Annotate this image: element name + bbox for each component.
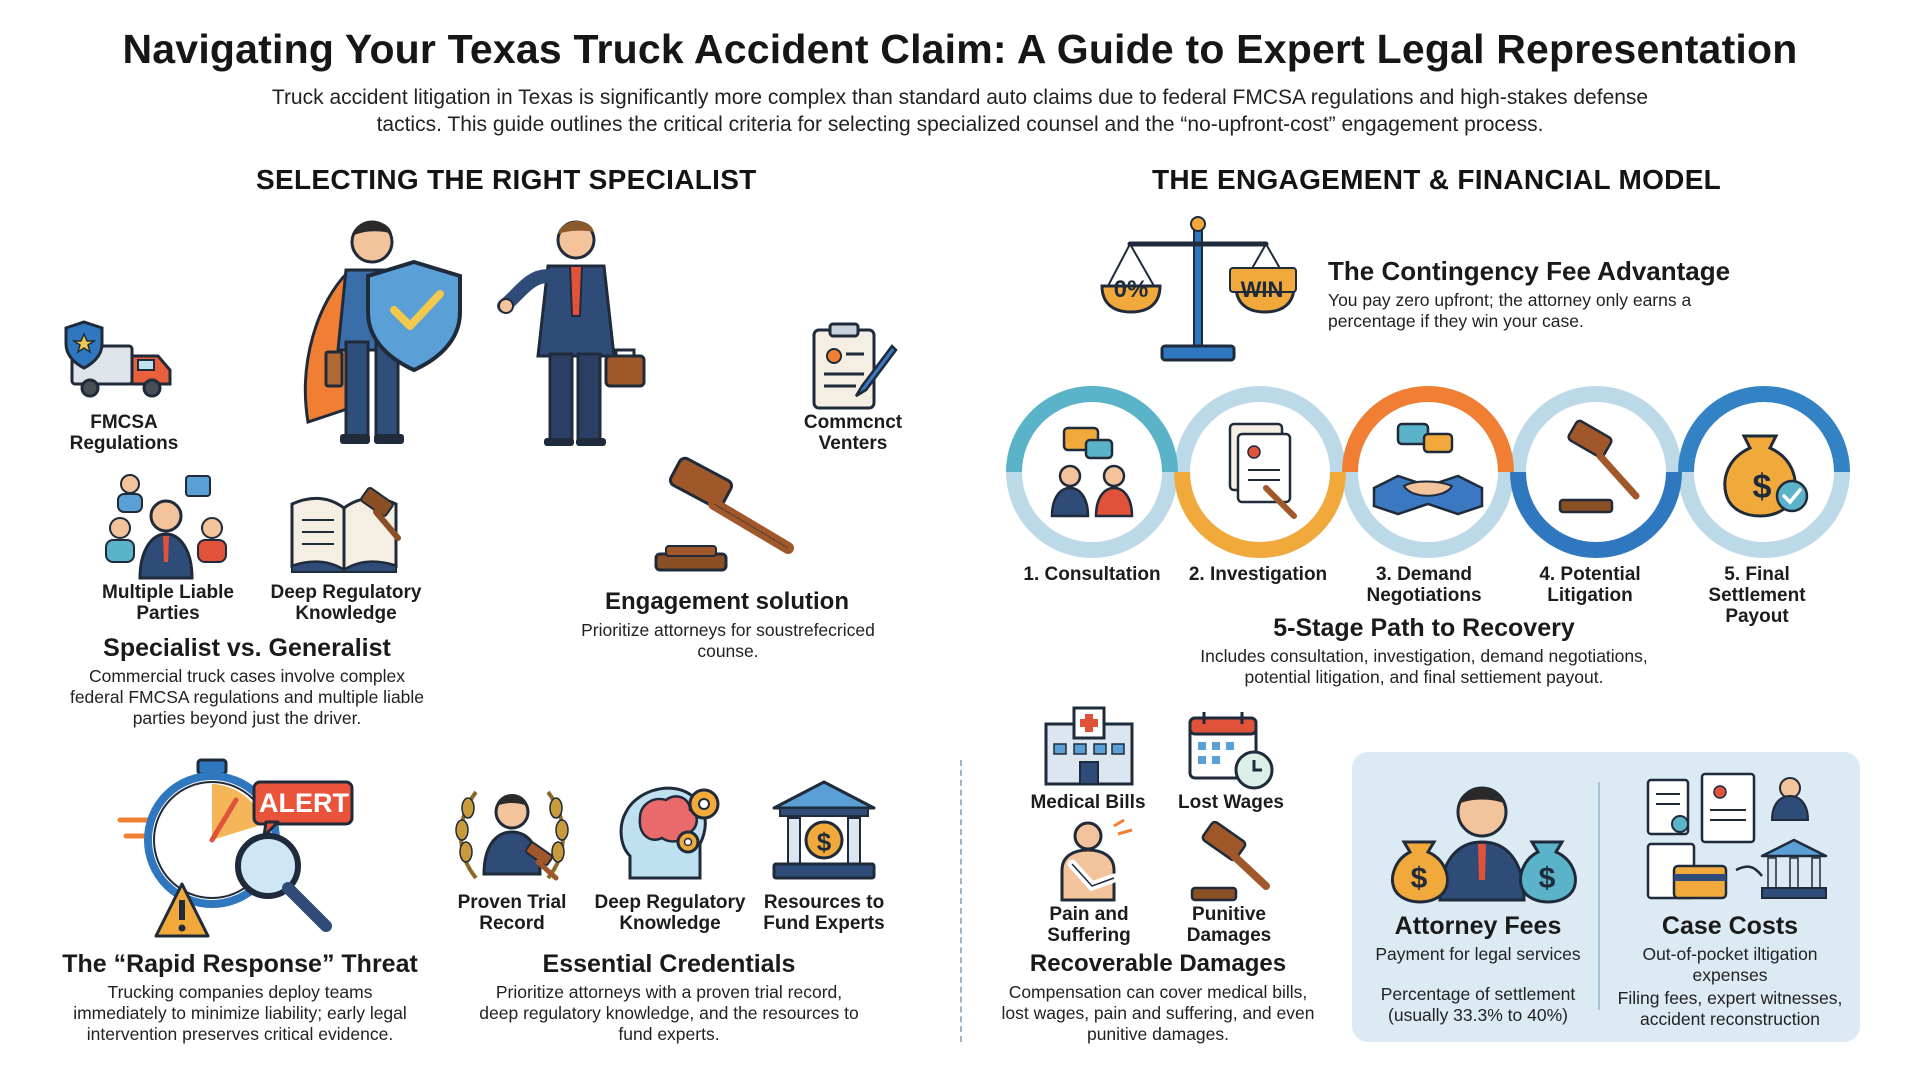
stage-dollar-icon: $ [1752, 468, 1772, 506]
right-section-title: THE ENGAGEMENT & FINANCIAL MODEL [1152, 164, 1722, 195]
fee-dollar-right-icon: $ [1538, 862, 1556, 895]
clipboard-icon [808, 320, 898, 414]
superhero-lawyer-icon [288, 212, 480, 448]
brain-gear-icon [616, 778, 726, 884]
credential-label-0: Proven Trial Record [457, 892, 567, 934]
credentials-heading: Essential Credentials [542, 950, 796, 978]
injured-person-icon [1048, 818, 1134, 902]
stage-label-4: 5. Final Settlement Payout [1708, 564, 1806, 627]
costs-line2: Filing fees, expert witnesses, accident … [1617, 988, 1843, 1029]
damage-label-2: Pain and Suffering [1047, 904, 1131, 946]
bank-funds-icon [770, 778, 878, 882]
damage-label-3: Punitive Damages [1186, 904, 1272, 946]
stage-label-3: 4. Potential Litigation [1539, 564, 1641, 606]
credentials-body: Prioritize attorneys with a proven trial… [479, 982, 859, 1044]
stage-label-1: 2. Investigation [1188, 564, 1328, 585]
multiple-parties-label: Multiple Liable Parties [102, 582, 234, 624]
panel-divider [1598, 782, 1600, 1010]
fmcsa-label: FMCSA Regulations [69, 412, 179, 454]
deep-knowledge-label: Deep Regulatory Knowledge [270, 582, 422, 624]
fmcsa-truck-icon [64, 316, 184, 406]
fees-heading: Attorney Fees [1394, 912, 1562, 940]
damages-body: Compensation can cover medical bills, lo… [1001, 982, 1315, 1044]
stage-label-2: 3. Demand Negotiations [1366, 564, 1482, 606]
stopwatch-alert-icon [116, 758, 360, 938]
scales-icon [1100, 214, 1297, 366]
path-body: Includes consultation, investigation, de… [1200, 646, 1648, 687]
attorney-money-icon [1384, 776, 1580, 904]
damage-label-0: Medical Bills [1030, 792, 1146, 813]
punitive-gavel-icon [1188, 820, 1272, 902]
damage-label-1: Lost Wages [1178, 792, 1284, 813]
engagement-body: Prioritize attorneys for soustrefecriced… [581, 620, 875, 661]
case-costs-icon [1640, 770, 1830, 904]
stage-label-0: 1. Consultation [1023, 564, 1161, 585]
damages-heading: Recoverable Damages [1029, 950, 1287, 977]
credential-label-2: Resources to Fund Experts [763, 892, 885, 934]
scale-right-label: WIN [1240, 277, 1284, 302]
scale-left-label: 0% [1113, 276, 1149, 303]
path-heading: 5-Stage Path to Recovery [1273, 614, 1575, 642]
stage-rings [1004, 384, 1856, 562]
rapid-body: Trucking companies deploy teams immediat… [73, 982, 407, 1044]
engagement-heading: Engagement solution [604, 588, 849, 615]
contingency-heading: The Contingency Fee Advantage [1328, 256, 1731, 286]
contract-label: Commcnct Venters [803, 412, 903, 454]
gavel-icon [652, 456, 800, 574]
fees-line1: Payment for legal services [1375, 944, 1581, 964]
contingency-body: You pay zero upfront; the attorney only … [1328, 290, 1692, 331]
specialist-heading: Specialist vs. Generalist [103, 634, 391, 662]
costs-line1: Out-of-pocket iltigation expenses [1642, 944, 1818, 985]
hospital-icon [1038, 704, 1140, 786]
fees-line2: Percentage of settlement (usually 33.3% … [1380, 984, 1576, 1025]
page-subtitle: Truck accident litigation in Texas is si… [271, 86, 1649, 136]
alert-badge: ALERT [259, 788, 349, 818]
laurel-trophy-icon [452, 778, 572, 886]
law-book-icon [288, 487, 404, 574]
specialist-body: Commercial truck cases involve complex f… [69, 666, 425, 728]
rapid-heading: The “Rapid Response” Threat [62, 950, 418, 978]
dollar-sign-icon: $ [816, 827, 832, 857]
calendar-clock-icon [1186, 710, 1276, 792]
multiple-parties-icon [100, 470, 232, 580]
left-section-title: SELECTING THE RIGHT SPECIALIST [256, 164, 757, 195]
fee-dollar-left-icon: $ [1410, 862, 1428, 895]
section-divider [960, 760, 962, 1042]
page-title: Navigating Your Texas Truck Accident Cla… [122, 26, 1798, 72]
costs-heading: Case Costs [1661, 912, 1799, 940]
credential-label-1: Deep Regulatory Knowledge [594, 892, 746, 934]
attorney-briefcase-icon [497, 216, 648, 448]
